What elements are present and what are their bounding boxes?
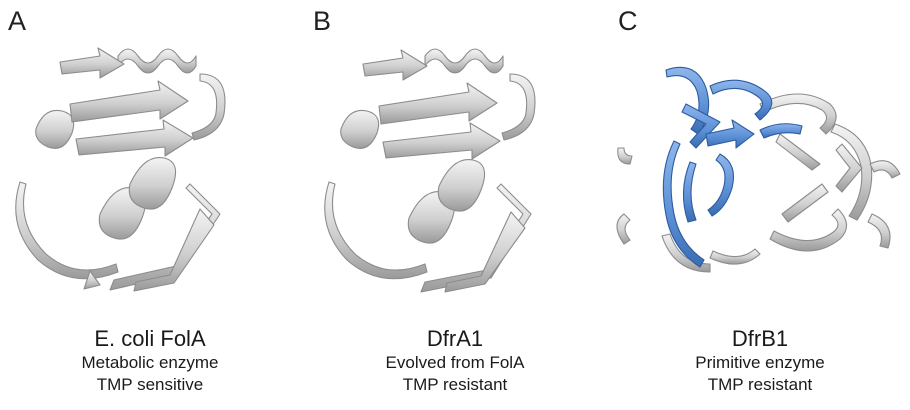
tmp-status: TMP sensitive — [0, 374, 300, 396]
protein-description: Primitive enzyme — [610, 352, 910, 374]
caption-c: DfrB1 Primitive enzyme TMP resistant — [610, 325, 910, 396]
tmp-status: TMP resistant — [610, 374, 910, 396]
protein-name: DfrA1 — [305, 325, 605, 352]
panel-c: C DfrB1 Primi — [610, 0, 910, 410]
folA-structure-image — [0, 34, 300, 309]
panel-a: A E. coli FolA Metabolic enzyme — [0, 0, 300, 410]
caption-a: E. coli FolA Metabolic enzyme TMP sensit… — [0, 325, 300, 396]
caption-b: DfrA1 Evolved from FolA TMP resistant — [305, 325, 605, 396]
dfrB1-structure-image — [610, 34, 910, 309]
panel-letter: C — [618, 6, 638, 37]
protein-name: DfrB1 — [610, 325, 910, 352]
tmp-status: TMP resistant — [305, 374, 605, 396]
protein-description: Evolved from FolA — [305, 352, 605, 374]
panel-letter: B — [313, 6, 331, 37]
protein-description: Metabolic enzyme — [0, 352, 300, 374]
dfrA1-structure-image — [305, 34, 605, 309]
protein-name: E. coli FolA — [0, 325, 300, 352]
panel-b: B DfrA1 Evolved from FolA TMP resistant — [305, 0, 605, 410]
panel-letter: A — [8, 6, 26, 37]
